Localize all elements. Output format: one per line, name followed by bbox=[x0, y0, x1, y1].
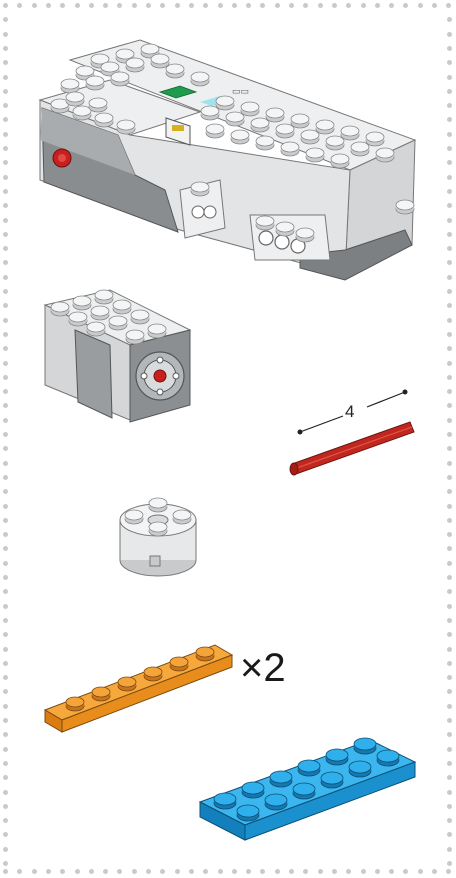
orange-plate-part bbox=[45, 645, 232, 732]
blue-plate-part bbox=[200, 738, 415, 840]
axle-part: 4 bbox=[290, 390, 414, 476]
round-brick-part bbox=[120, 498, 196, 576]
medium-motor-part bbox=[45, 290, 190, 422]
axle-length-label: 4 bbox=[345, 402, 354, 421]
move-hub-part: ▭▭ bbox=[40, 40, 415, 280]
svg-text:▭▭: ▭▭ bbox=[232, 86, 249, 96]
quantity-label: ×2 bbox=[240, 648, 286, 688]
